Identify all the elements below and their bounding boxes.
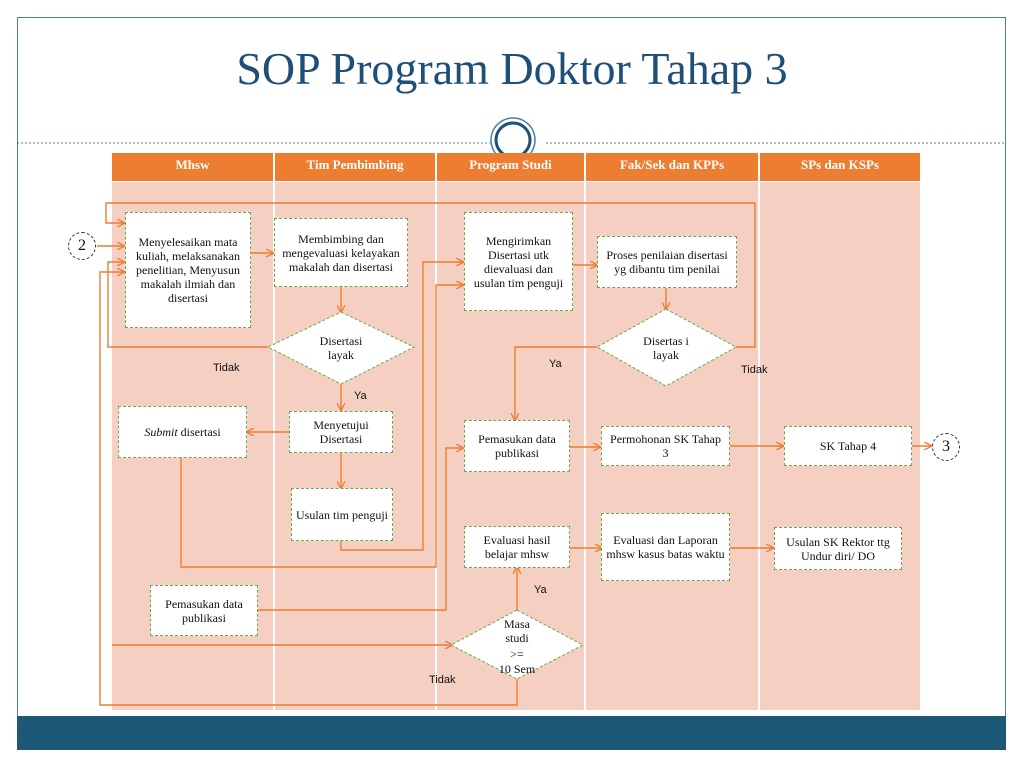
decision-masa-studi-line2: >= xyxy=(510,647,524,661)
box-sk-tahap-4: SK Tahap 4 xyxy=(784,426,912,466)
box-menyelesaikan: Menyelesaikan mata kuliah, melaksanakan … xyxy=(125,212,251,328)
lane-header-sps: SPs dan KSPs xyxy=(760,153,920,181)
box-mengirimkan: Mengirimkan Disertasi utk dievaluasi dan… xyxy=(464,212,573,311)
box-membimbing: Membimbing dan mengevaluasi kelayakan ma… xyxy=(274,218,408,287)
box-evaluasi-laporan: Evaluasi dan Laporan mhsw kasus batas wa… xyxy=(601,513,730,581)
label-tidak-2: Tidak xyxy=(741,364,768,376)
slide-title: SOP Program Doktor Tahap 3 xyxy=(236,43,788,94)
decision-disertasi-layak-1: Disertasi layak xyxy=(319,334,363,362)
box-usulan-tim-penguji: Usulan tim penguji xyxy=(291,488,393,541)
connector-out-3: 3 xyxy=(932,433,960,461)
lane-header-fak-sek: Fak/Sek dan KPPs xyxy=(586,153,758,181)
lane-header-tim-pembimbing: Tim Pembimbing xyxy=(275,153,435,181)
box-menyetujui: Menyetujui Disertasi xyxy=(289,411,393,453)
label-tidak-1: Tidak xyxy=(213,362,240,374)
box-submit-disertasi: Submit disertasi xyxy=(118,406,247,458)
submit-rest: disertasi xyxy=(177,425,221,439)
box-usulan-sk-rektor: Usulan SK Rektor ttg Undur diri/ DO xyxy=(774,527,902,570)
label-ya-1: Ya xyxy=(354,390,367,402)
bottom-bar xyxy=(17,716,1006,750)
label-ya-2: Ya xyxy=(549,358,562,370)
box-pemasukan-prodi: Pemasukan data publikasi xyxy=(464,420,570,472)
lane-header-program-studi: Program Studi xyxy=(437,153,584,181)
submit-emphasis: Submit xyxy=(144,425,178,439)
box-pemasukan-mhsw: Pemasukan data publikasi xyxy=(150,585,258,636)
label-ya-3: Ya xyxy=(534,584,547,596)
decision-masa-studi-line1: Masa studi xyxy=(504,617,530,645)
connector-in-2: 2 xyxy=(68,232,96,260)
box-proses-penilaian: Proses penilaian disertasi yg dibantu ti… xyxy=(597,236,737,288)
box-evaluasi-hasil: Evaluasi hasil belajar mhsw xyxy=(464,526,570,568)
label-tidak-3: Tidak xyxy=(429,674,456,686)
lane-header-mhsw: Mhsw xyxy=(112,153,273,181)
decision-disertasi-layak-2: Disertas i layak xyxy=(643,334,689,362)
box-permohonan-sk: Permohonan SK Tahap 3 xyxy=(601,426,730,466)
decision-masa-studi-line3: 10 Sem xyxy=(498,662,536,676)
